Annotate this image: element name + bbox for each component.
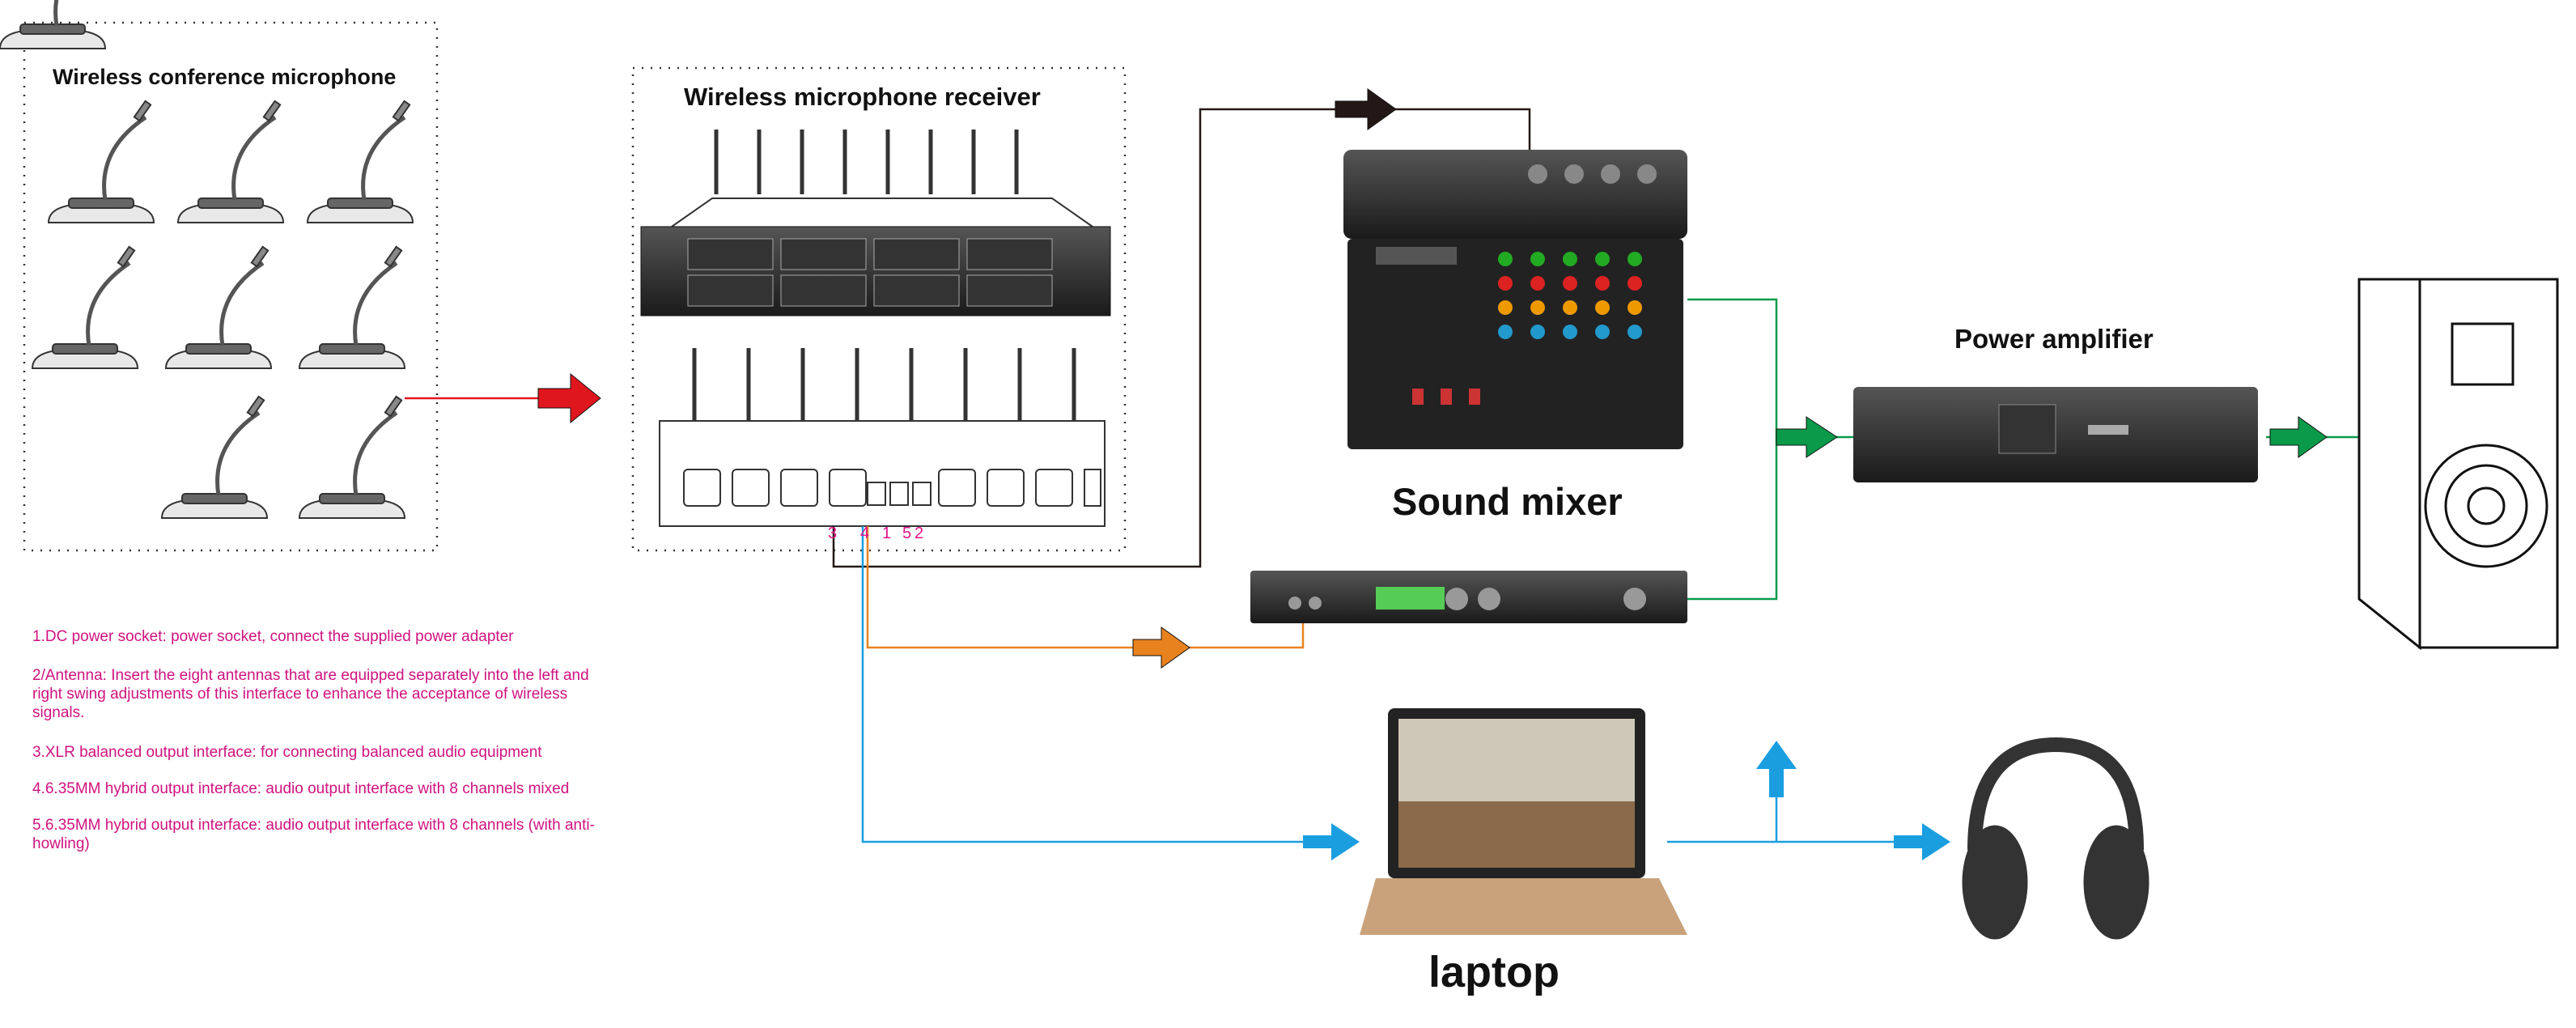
green-arrow-amp [1776,416,1838,458]
blue-arrow-headphones [1894,823,1950,860]
orange-arrow [1132,627,1190,669]
antennas-top [714,130,1019,194]
receiver-back-panel [659,348,1106,527]
speaker-device [2357,278,2559,651]
mic-group-title: Wireless conference microphone [53,65,397,89]
mixer-title: Sound mixer [1392,480,1623,523]
note-635-anti-howling: 5.6.35MM hybrid output interface: audio … [32,817,595,852]
note-635-mixed: 4.6.35MM hybrid output interface: audio … [32,780,570,797]
orange-cable [866,526,1305,649]
amplifier-title: Power amplifier [1954,324,2154,354]
note-antenna: 2/Antenna: Insert the eight antennas tha… [32,667,589,721]
red-arrow [537,372,601,424]
port-number-3: 3 [828,525,838,542]
port-number-2: 2 [915,525,924,542]
power-amplifier-device [1853,387,2258,482]
headphones-device [1962,737,2149,940]
receiver-box [631,66,1127,552]
mic-group-box [23,21,439,552]
note-dc-power: 1.DC power socket: power socket, connect… [32,628,514,645]
receiver-title: Wireless microphone receiver [684,83,1041,111]
sound-mixer-device [1343,150,1687,449]
audio-processor-device [1250,571,1687,623]
green-arrow-speaker [2269,416,2328,458]
blue-arrow-laptop [1303,823,1360,860]
laptop-device [1360,708,1687,935]
blue-arrow-up [1756,741,1797,797]
note-xlr: 3.XLR balanced output interface: for con… [32,744,542,761]
blue-cable-laptop [861,526,1327,843]
laptop-title: laptop [1428,948,1560,996]
port-number-5: 5 [902,525,912,542]
black-arrow [1335,88,1397,130]
conference-microphones [0,0,413,518]
receiver-front-panel [640,130,1111,316]
port-number-1: 1 [882,525,892,542]
black-cable [832,108,1531,568]
port-number-4: 4 [860,525,870,542]
